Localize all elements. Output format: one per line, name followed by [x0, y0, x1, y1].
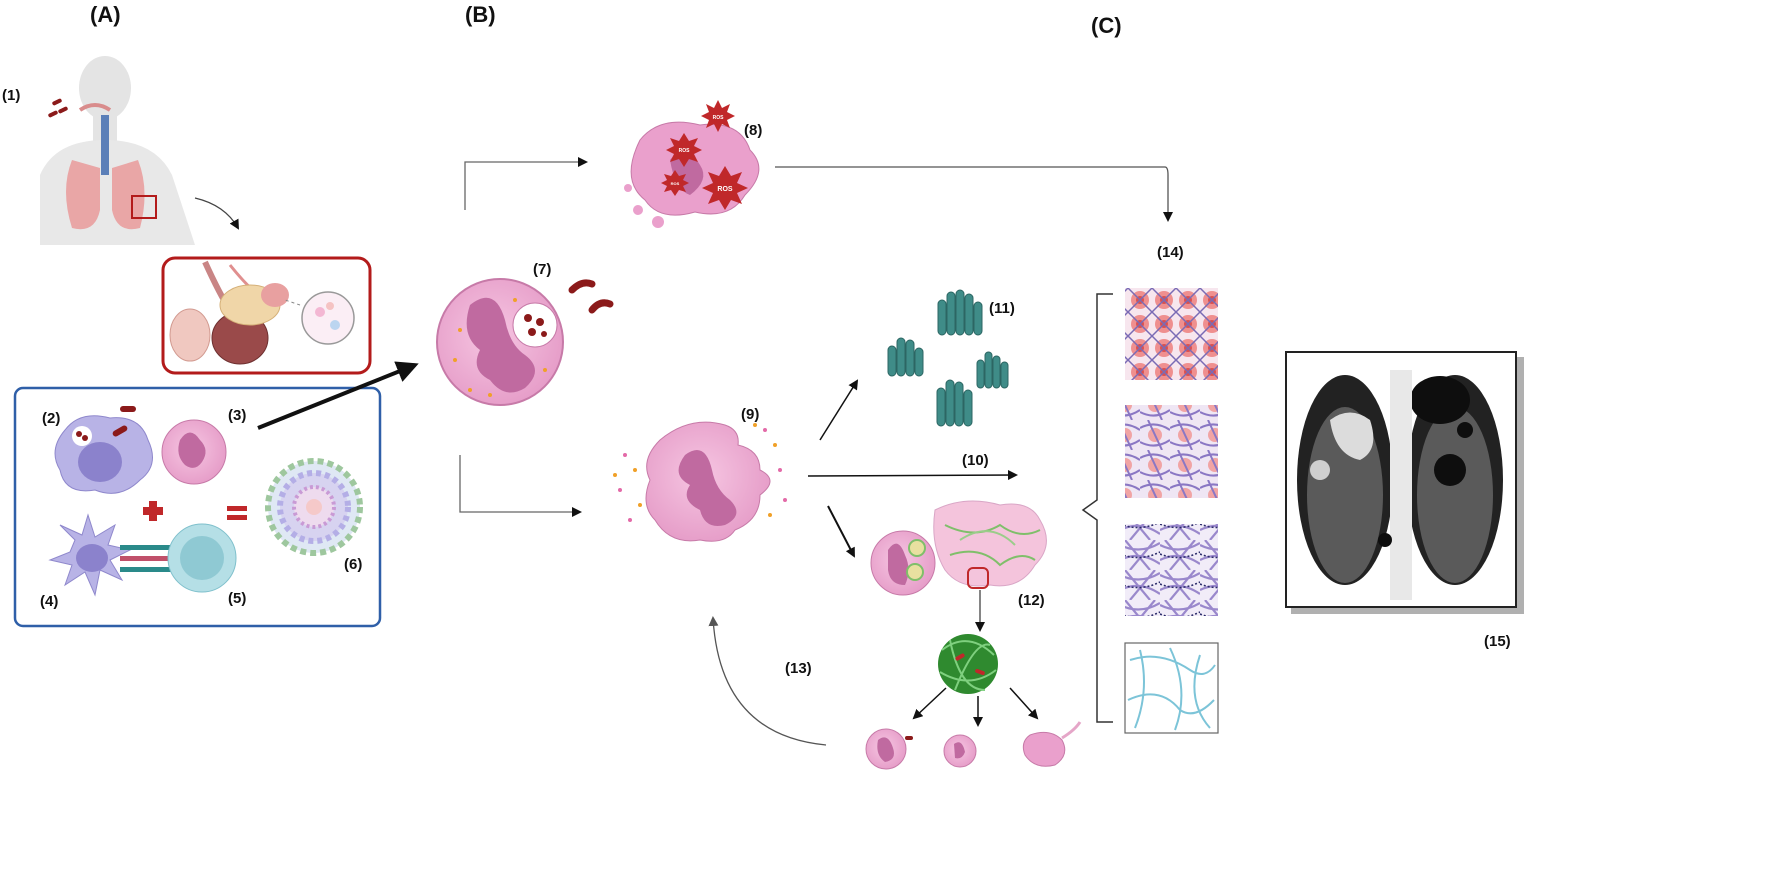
- bacterium: [120, 406, 136, 412]
- neutrophil-cell: [161, 419, 227, 485]
- inhaled-bacteria: [48, 98, 68, 118]
- activated-neutrophil: [436, 278, 564, 406]
- ros-label: ROS: [679, 148, 691, 154]
- label-4: (4): [40, 593, 59, 610]
- label-12: (12): [1018, 592, 1045, 609]
- net-forming-neutrophil: [870, 500, 1047, 596]
- bacterium: [568, 279, 596, 294]
- equals-sign: [227, 506, 247, 520]
- granuloma: [265, 458, 363, 556]
- label-8: (8): [744, 122, 763, 139]
- panel-label-a: (A): [90, 2, 121, 27]
- label-11: (11): [989, 300, 1015, 317]
- tissue-panel-inflamed: [1125, 288, 1218, 380]
- zoom-arrow: [194, 197, 239, 230]
- tissue-brace: [1081, 293, 1113, 723]
- label-5: (5): [228, 590, 247, 607]
- dendritic-cell: [48, 513, 132, 597]
- arrow-to-degranulation: [459, 455, 582, 517]
- label-10: (10): [962, 452, 989, 469]
- ros-producing-cell: ROS ROS ROS ROS: [624, 100, 760, 228]
- ros-label: ROS: [671, 181, 680, 186]
- cytokine-clusters: [887, 289, 1009, 427]
- bacterium: [588, 299, 614, 314]
- arrow-to-neutrophil: [257, 361, 419, 430]
- label-15: (15): [1484, 633, 1511, 650]
- label-3: (3): [228, 407, 247, 424]
- arrow-to-net-formation: [827, 505, 855, 558]
- arrow-to-cytokines: [819, 379, 859, 441]
- macrophage-cell: [54, 415, 153, 494]
- ros-label: ROS: [717, 186, 733, 193]
- alveoli-illustration: [169, 260, 355, 365]
- arrow-net-outcome: [1009, 687, 1039, 720]
- immune-synapse: [120, 545, 175, 572]
- feedback-arrow: [708, 616, 827, 746]
- arrow-to-tissue-damage: [775, 166, 1173, 222]
- bacterium: [112, 425, 128, 437]
- human-body-illustration: [40, 56, 195, 245]
- tissue-panel-matrix: [1124, 642, 1219, 734]
- label-14: (14): [1157, 244, 1184, 261]
- label-9: (9): [741, 406, 760, 423]
- ct-scan-image: [1285, 351, 1524, 614]
- arrow-net-outcome: [912, 687, 947, 720]
- panel-label-c: (C): [1091, 13, 1122, 38]
- tissue-panel-damaged: [1125, 405, 1218, 498]
- label-2: (2): [42, 410, 61, 427]
- degranulating-neutrophil: [613, 421, 787, 542]
- t-cell-nucleus: [180, 536, 224, 580]
- arrow-to-protease: [807, 470, 1018, 481]
- net-mesh: [938, 634, 998, 694]
- plus-sign: [143, 501, 163, 521]
- label-7: (7): [533, 261, 552, 278]
- ros-label: ROS: [713, 115, 725, 121]
- label-13: (13): [785, 660, 812, 677]
- arrow-to-ros-cell: [464, 157, 588, 210]
- panel-label-b: (B): [465, 2, 496, 27]
- tissue-panel-fibrotic: [1125, 524, 1218, 616]
- label-1: (1): [2, 87, 21, 104]
- label-6: (6): [344, 556, 363, 573]
- net-outcome-cells: [865, 721, 1082, 770]
